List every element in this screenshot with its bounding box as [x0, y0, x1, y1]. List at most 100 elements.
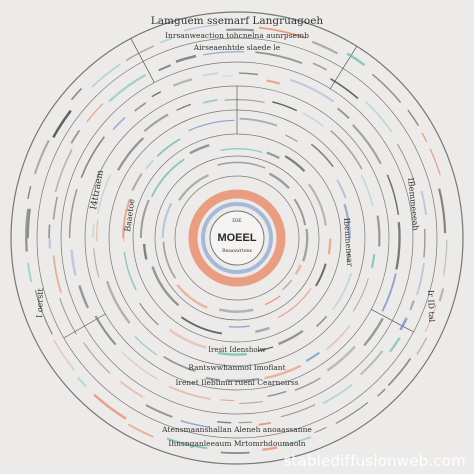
text-line-mark [172, 78, 193, 87]
text-line-mark [168, 385, 211, 401]
text-line-mark [258, 26, 307, 39]
text-line-mark [294, 377, 321, 392]
text-line-mark [258, 421, 271, 426]
text-line-mark [327, 238, 332, 255]
text-line-mark [27, 208, 31, 239]
text-line-mark [27, 185, 32, 200]
text-line-mark [335, 401, 369, 424]
text-line-mark [161, 202, 173, 239]
text-line-mark [238, 72, 259, 76]
text-line-mark [396, 143, 416, 186]
text-line-mark [52, 255, 62, 294]
text-line-mark [53, 339, 75, 371]
bottom-label: Irenet Ileblimn ruenl Cearnoirss [175, 378, 298, 387]
text-line-mark [91, 63, 121, 88]
radial-divider [371, 309, 414, 333]
text-line-mark [220, 399, 235, 402]
text-line-mark [389, 337, 401, 353]
left-vertical-label: Baaetoe [123, 198, 137, 232]
text-line-mark [278, 329, 304, 346]
core-ring-orange [188, 189, 286, 287]
text-line-mark [68, 188, 78, 239]
text-line-mark [293, 198, 307, 226]
text-line-mark [176, 284, 208, 309]
text-line-mark [352, 278, 369, 312]
text-line-mark [105, 280, 131, 324]
text-line-mark [266, 79, 280, 85]
bottom-label: Ihnsnganleeaum Mrtomrhdoumaoln [168, 439, 305, 448]
text-line-mark [438, 188, 447, 234]
text-line-mark [330, 78, 359, 100]
text-line-mark [156, 138, 181, 157]
radial-divider [130, 38, 155, 83]
text-line-mark [416, 337, 428, 355]
text-line-mark [78, 285, 90, 309]
text-line-mark [139, 199, 150, 239]
right-vertical-label: Ir ID tal [426, 290, 436, 323]
text-line-mark [226, 28, 254, 32]
text-line-mark [52, 196, 59, 220]
text-line-mark [151, 91, 162, 98]
right-vertical-labels: IBemmeeeah Ibenmenear Ir ID tal [342, 177, 436, 322]
text-line-mark [25, 208, 30, 252]
core-sublabel: Reaaxwrtenx [222, 248, 252, 254]
text-line-mark [70, 87, 83, 101]
text-line-mark [134, 102, 147, 112]
text-line-mark [202, 72, 219, 77]
text-line-mark [280, 404, 316, 418]
text-line-mark [281, 279, 293, 291]
text-line-mark [305, 351, 321, 362]
text-line-mark [284, 155, 306, 173]
text-line-mark [166, 437, 208, 450]
left-vertical-label: I4ttraem [89, 169, 106, 211]
concentric-ring [10, 11, 464, 465]
text-line-mark [420, 190, 428, 216]
text-line-mark [59, 297, 77, 335]
text-line-mark [92, 223, 95, 239]
text-line-mark [143, 113, 169, 133]
text-line-mark [346, 52, 366, 67]
right-vertical-label: Ibenmenear [342, 218, 354, 268]
concentric-ring [60, 61, 414, 415]
text-line-mark [168, 328, 207, 349]
text-line-mark [322, 383, 353, 405]
text-line-mark [302, 228, 309, 262]
text-line-mark [266, 151, 280, 160]
text-line-mark [264, 295, 281, 306]
text-line-mark [70, 249, 77, 276]
left-vertical-labels: I4ttraem Baaetoe I oerstt [35, 169, 137, 318]
text-line-mark [360, 350, 384, 376]
text-line-mark [176, 103, 192, 111]
text-line-mark [112, 117, 126, 131]
text-line-mark [150, 158, 185, 198]
text-line-mark [421, 132, 428, 143]
core-ring-blue [201, 202, 273, 274]
text-line-mark [386, 174, 400, 215]
text-line-mark [423, 228, 426, 258]
text-line-mark [175, 54, 197, 63]
text-line-mark [257, 346, 274, 352]
text-line-mark [224, 99, 265, 103]
text-line-marks [25, 24, 448, 454]
text-line-mark [86, 103, 104, 123]
left-vertical-label: I oerstt [35, 287, 45, 318]
text-line-mark [127, 423, 154, 438]
watermark: stablediffusionweb.com [283, 452, 466, 470]
bottom-label: Atensmaanshallan Aleneh anoaassanne [161, 425, 312, 434]
text-line-mark [220, 148, 263, 154]
text-line-mark [125, 45, 155, 62]
text-line-mark [395, 222, 401, 270]
text-line-mark [48, 224, 51, 239]
text-line-mark [336, 179, 347, 199]
text-line-mark [442, 239, 448, 276]
text-line-mark [159, 37, 173, 44]
text-line-mark [217, 351, 247, 356]
concentric-ring [36, 37, 438, 439]
text-line-mark [239, 117, 278, 127]
text-line-mark [131, 173, 143, 191]
text-line-mark [363, 317, 384, 347]
text-line-mark [429, 148, 441, 176]
right-vertical-label: IBemmeeeah [406, 177, 420, 231]
text-line-mark [180, 316, 223, 335]
text-line-mark [312, 62, 328, 71]
